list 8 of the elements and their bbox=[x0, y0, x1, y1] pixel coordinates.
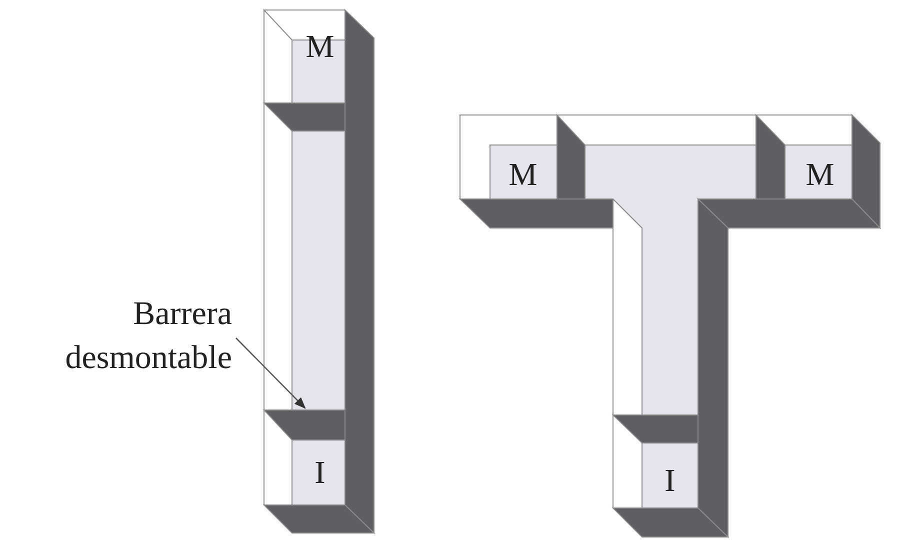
compartment-label: M bbox=[806, 158, 834, 190]
callout-text: Barrera desmontable bbox=[64, 295, 232, 378]
leader-line bbox=[236, 338, 306, 409]
removable-barrier bbox=[262, 410, 346, 440]
compartment-label: I bbox=[664, 464, 676, 496]
compartment-label: I bbox=[314, 456, 326, 488]
compartment-label: M bbox=[306, 30, 334, 62]
compartment-label: M bbox=[508, 158, 538, 190]
